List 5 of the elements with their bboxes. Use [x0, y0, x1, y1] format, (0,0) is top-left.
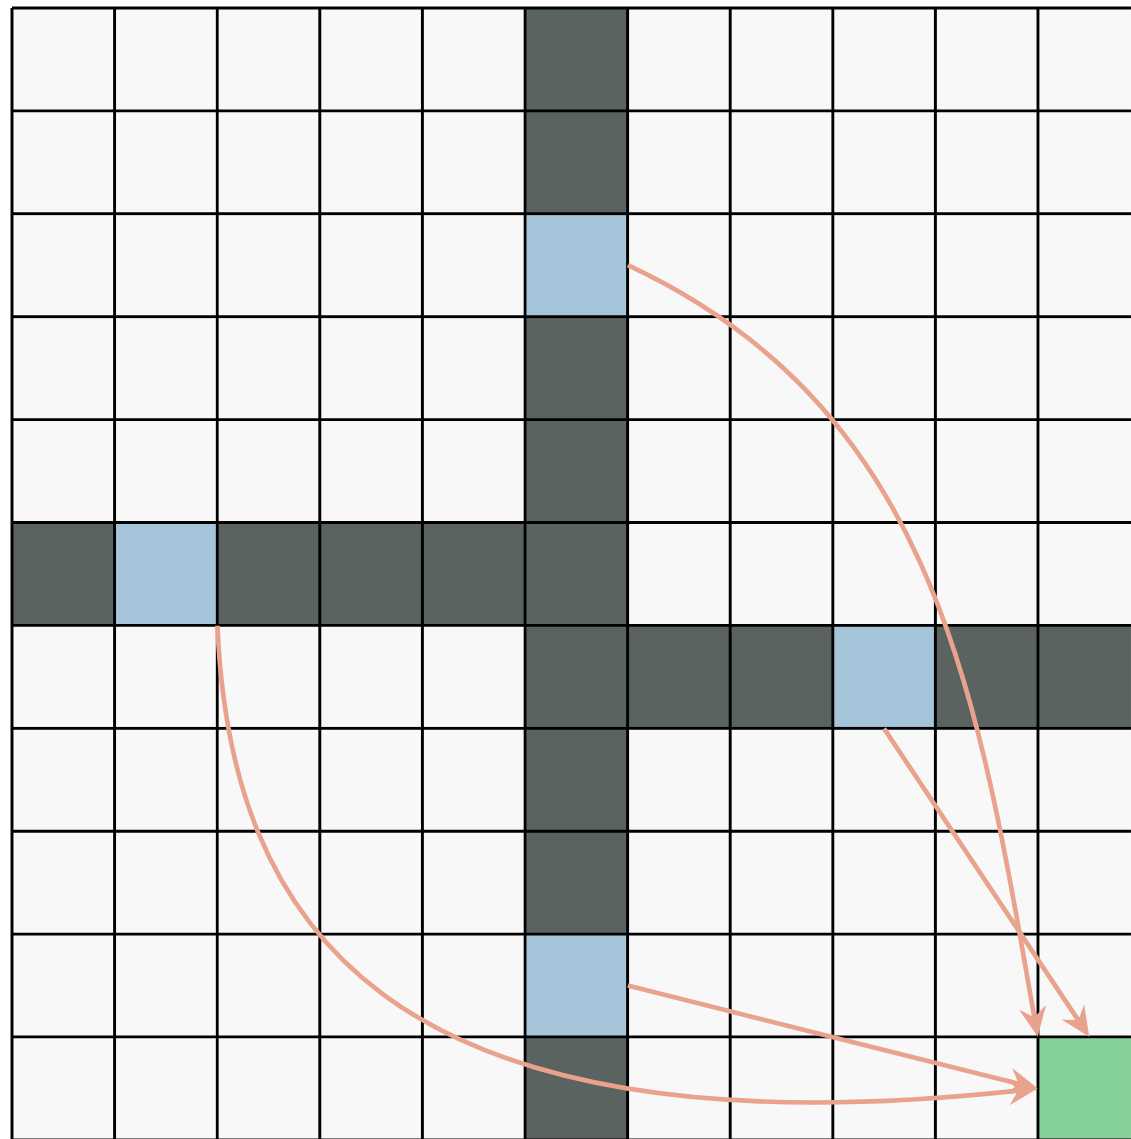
marked-cell [525, 934, 628, 1038]
goal-cell [1038, 1037, 1131, 1139]
marked-cell [114, 522, 218, 626]
marked-cell [525, 213, 628, 317]
marked-cell [832, 625, 936, 729]
